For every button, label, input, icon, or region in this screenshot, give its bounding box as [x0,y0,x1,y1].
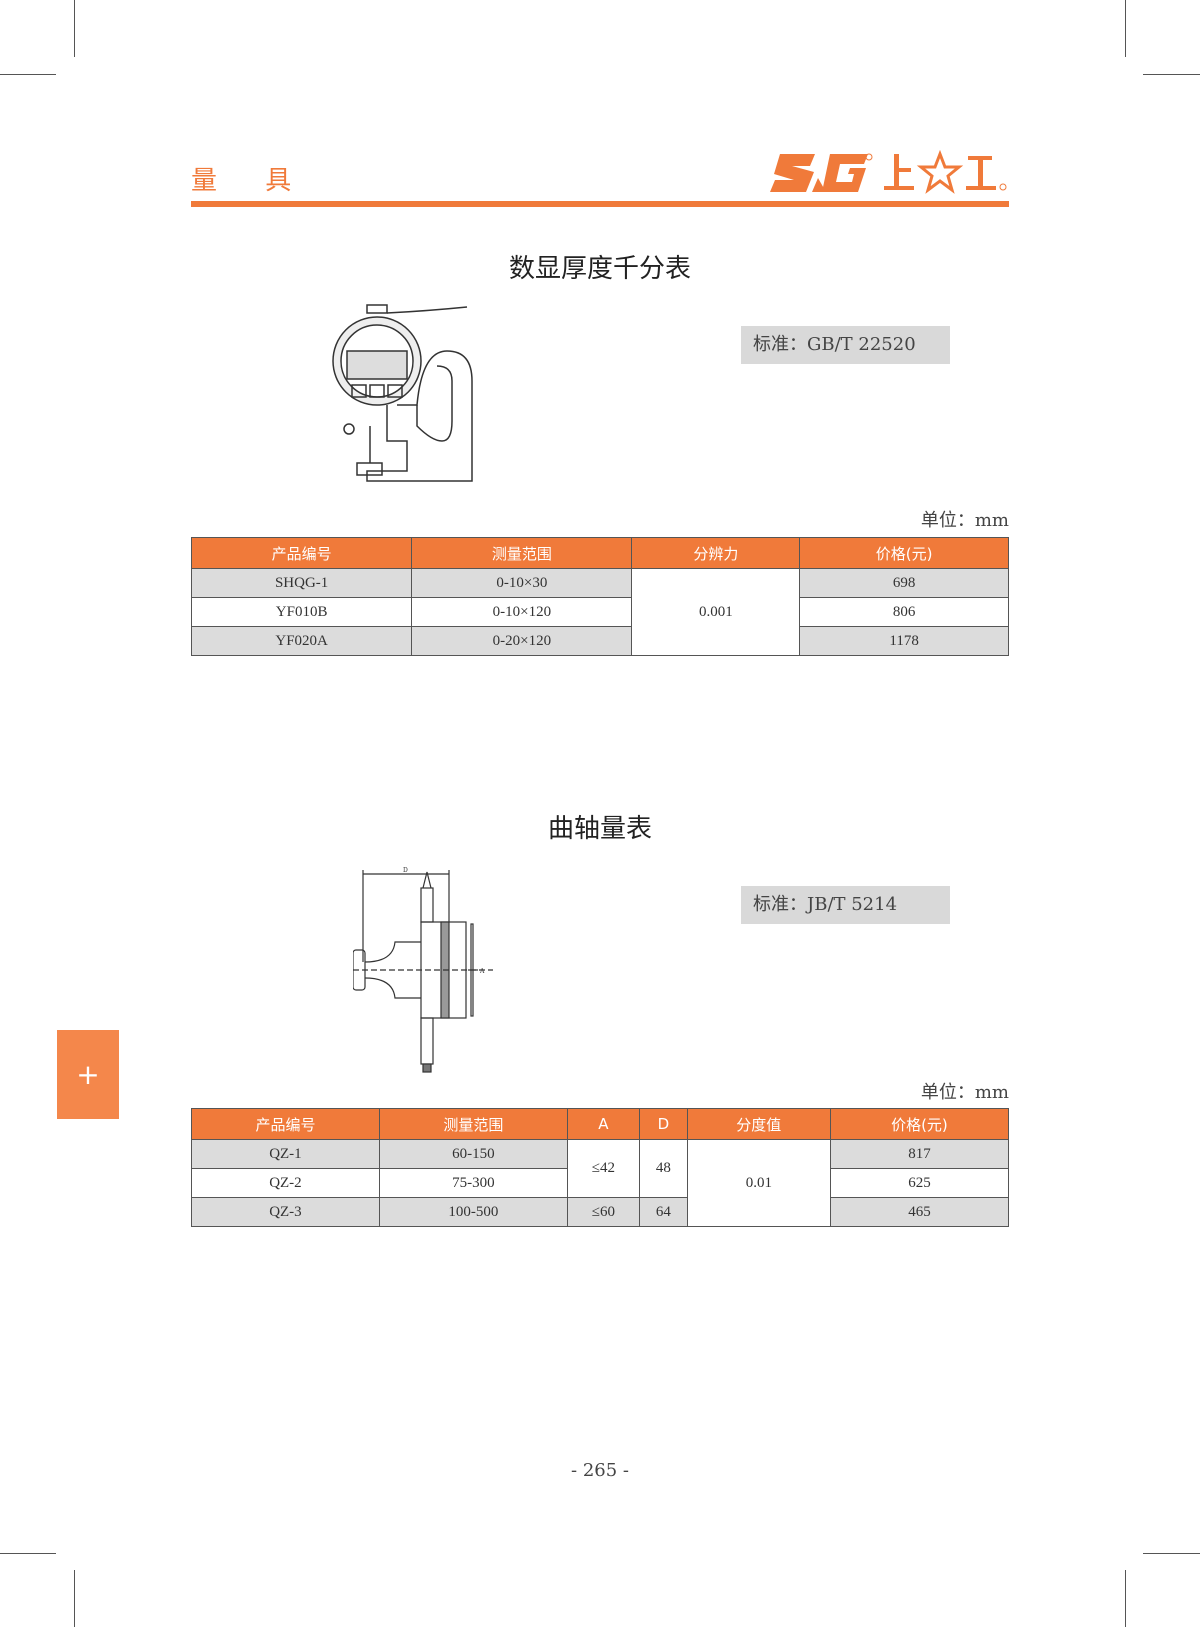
cell: 75-300 [378,1168,568,1198]
dimension-label-a: A [479,968,485,975]
crop-mark [1125,0,1126,57]
header-rule [191,201,1009,207]
cell: 1178 [799,626,1009,656]
col-header: 分辨力 [631,537,801,569]
product-title: 数显厚度千分表 [508,254,691,284]
cell: ≤60 [566,1197,641,1227]
brand-logo [770,150,1007,194]
col-header: 产品编号 [191,1108,380,1140]
col-header: A [566,1108,641,1140]
col-header: 测量范围 [378,1108,568,1140]
crop-mark [74,1570,75,1627]
crop-mark [0,1553,56,1554]
crop-mark [1143,1553,1200,1554]
cell: QZ-2 [191,1168,380,1198]
col-header: 分度值 [686,1108,831,1140]
dimension-label-d: D [403,867,408,874]
unit-label: 单位：mm [920,1082,1009,1103]
col-header: 价格(元) [799,537,1009,569]
crop-mark [74,0,75,57]
crankshaft-gauge-diagram: D A [353,867,493,1073]
crop-mark [0,74,56,75]
cell: 625 [829,1168,1010,1198]
cell: 0-20×120 [411,626,633,656]
cell: 0.01 [686,1139,831,1227]
cell: 0.001 [631,568,801,656]
page-number: - 265 - [571,1460,629,1481]
standard-badge: 标准：GB/T 22520 [741,326,950,364]
cell: YF010B [190,597,413,627]
cell: 0-10×120 [411,597,633,627]
cell: ≤42 [566,1139,641,1198]
cell: 64 [639,1197,688,1227]
crop-mark [1143,74,1200,75]
cell: 698 [799,568,1009,598]
side-tab[interactable]: + [57,1030,119,1119]
cell: QZ-1 [191,1139,380,1169]
unit-label: 单位：mm [920,510,1009,531]
cell: 100-500 [378,1197,568,1227]
cell: QZ-3 [191,1197,380,1227]
crop-mark [1125,1570,1126,1627]
col-header: 测量范围 [411,537,633,569]
cell: 48 [639,1139,688,1198]
col-header: 产品编号 [190,537,413,569]
cell: YF020A [190,626,413,656]
standard-badge: 标准：JB/T 5214 [741,886,950,924]
col-header: D [639,1108,688,1140]
col-header: 价格(元) [829,1108,1010,1140]
cell: 817 [829,1139,1010,1169]
thickness-gauge-image [332,304,473,482]
cell: 465 [829,1197,1010,1227]
section-heading: 量 具 [191,166,312,196]
cell: SHQG-1 [190,568,413,598]
cell: 806 [799,597,1009,627]
product-title: 曲轴量表 [547,814,652,844]
cell: 60-150 [378,1139,568,1169]
cell: 0-10×30 [411,568,633,598]
